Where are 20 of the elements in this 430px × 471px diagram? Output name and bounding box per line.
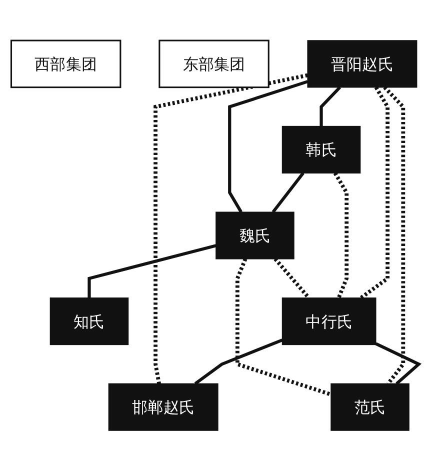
connector (194, 338, 283, 385)
node-box: 晋阳赵氏 (307, 40, 418, 88)
connector (88, 244, 216, 298)
connector (333, 172, 349, 299)
connector (272, 172, 304, 214)
node-box: 东部集团 (158, 40, 270, 88)
connector (360, 86, 390, 300)
connector (154, 73, 308, 384)
connector (235, 258, 332, 396)
node-box: 范氏 (330, 383, 410, 431)
node-box: 韩氏 (282, 126, 361, 174)
connector (228, 80, 308, 213)
connector (383, 86, 406, 385)
node-box: 中行氏 (282, 298, 376, 346)
node-box: 邯郸赵氏 (108, 383, 218, 431)
node-box: 知氏 (50, 298, 129, 346)
connector (274, 258, 310, 300)
node-box: 西部集团 (10, 40, 122, 88)
node-box: 魏氏 (216, 212, 294, 260)
connector (320, 86, 341, 126)
